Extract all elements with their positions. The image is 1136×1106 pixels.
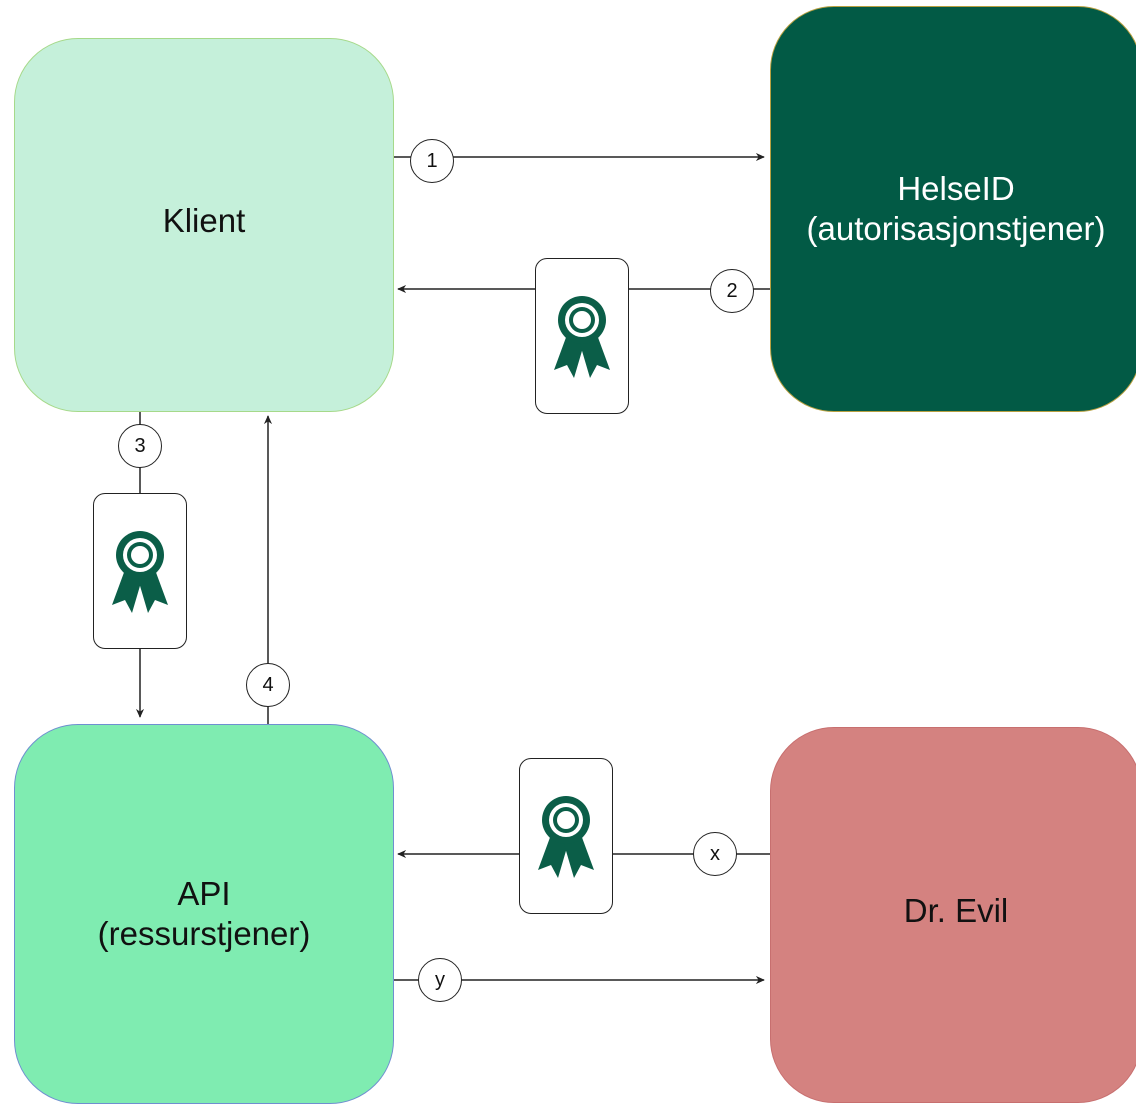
helseid-node: HelseID (autorisasjonstjener) (770, 6, 1136, 412)
token-card-edge-2 (535, 258, 629, 414)
drevil-node: Dr. Evil (770, 727, 1136, 1103)
award-ribbon-icon (538, 796, 594, 878)
api-node: API (ressurstjener) (14, 724, 394, 1104)
helseid-label-line1: HelseID (897, 170, 1015, 207)
step-marker-2: 2 (710, 269, 754, 313)
step-marker-1: 1 (410, 139, 454, 183)
award-ribbon-icon (554, 296, 610, 378)
api-label-line1: API (177, 875, 231, 912)
step-marker-3: 3 (118, 424, 162, 468)
drevil-label: Dr. Evil (903, 892, 1009, 929)
helseid-label-line2: (autorisasjonstjener) (806, 210, 1106, 247)
klient-node: Klient (14, 38, 394, 412)
api-label-line2: (ressurstjener) (97, 915, 311, 952)
step-marker-y: y (418, 958, 462, 1002)
token-card-edge-3 (93, 493, 187, 649)
token-card-edge-x (519, 758, 613, 914)
step-marker-4: 4 (246, 663, 290, 707)
award-ribbon-icon (112, 531, 168, 613)
klient-label: Klient (162, 202, 246, 239)
step-marker-x: x (693, 832, 737, 876)
